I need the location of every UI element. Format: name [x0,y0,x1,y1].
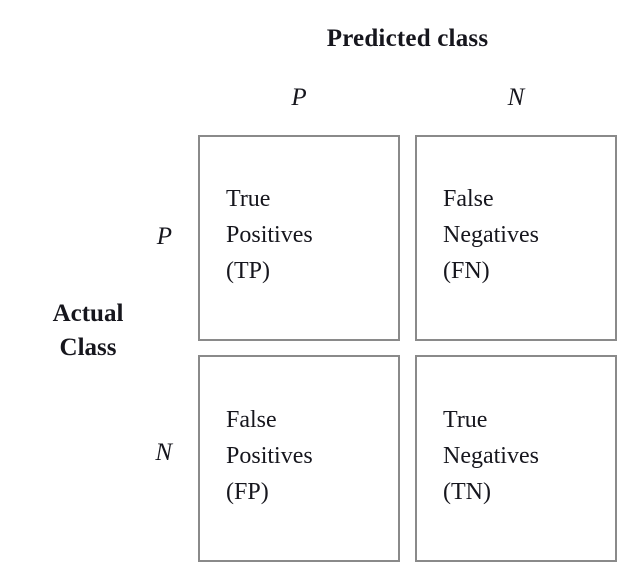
cell-false-negatives-line1: False [443,186,494,212]
cell-false-positives-text: False Positives (FP) [226,402,384,510]
cell-true-negatives-line1: True [443,406,488,433]
cell-true-negatives: True Negatives (TN) [415,355,617,562]
cell-false-negatives-line2: Negatives [443,222,539,248]
predicted-class-title: Predicted class [326,25,489,52]
cell-false-positives-line1: False [226,406,277,433]
cell-false-positives-line2: Positives [226,442,313,469]
cell-true-negatives-line3: (TN) [443,478,491,505]
row-header-p: P [156,223,172,250]
cell-true-positives-line3: (TP) [226,258,270,284]
row-header-n: N [155,439,172,466]
cell-false-negatives-line3: (FN) [443,258,490,284]
cell-true-positives-text: True Positives (TP) [226,181,384,289]
cell-false-negatives-text: False Negatives (FN) [443,181,601,289]
column-header-n: N [507,84,525,111]
column-header-p: P [291,84,307,111]
cell-true-negatives-line2: Negatives [443,442,539,469]
cell-true-positives-line2: Positives [226,222,313,248]
cell-false-negatives: False Negatives (FN) [415,135,617,341]
actual-class-title-line1: Actual [52,300,124,327]
cell-false-positives: False Positives (FP) [198,355,400,562]
cell-true-negatives-text: True Negatives (TN) [443,402,601,510]
cell-false-positives-line3: (FP) [226,478,269,505]
cell-true-positives: True Positives (TP) [198,135,400,341]
actual-class-title-line2: Class [59,334,117,361]
actual-class-title: Actual Class [2,297,174,365]
cell-true-positives-line1: True [226,186,271,212]
